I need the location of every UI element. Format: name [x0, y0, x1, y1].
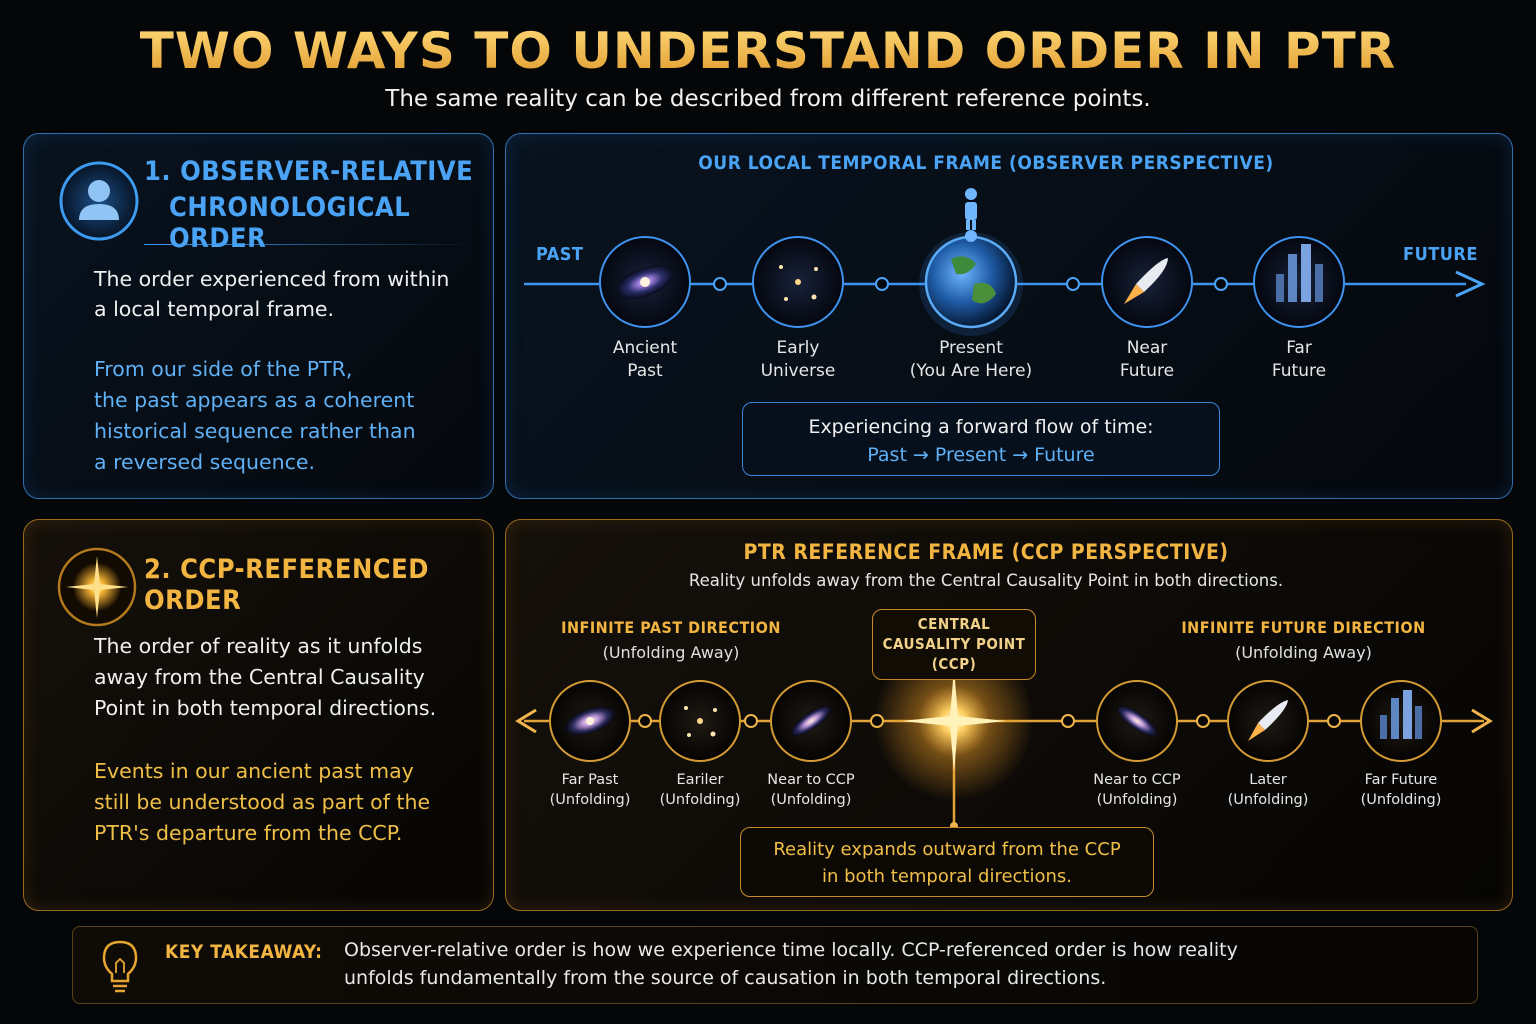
timeline2-connector [1196, 714, 1210, 728]
section2-description-line1: The order of reality as it unfolds [94, 634, 423, 658]
observer-timeline-panel: OUR LOCAL TEMPORAL FRAME (OBSERVER PERSP… [505, 133, 1513, 499]
observer-order-panel: 1. OBSERVER-RELATIVE CHRONOLOGICAL ORDER… [23, 133, 494, 499]
timeline2-node-label: Later(Unfolding) [1227, 772, 1309, 808]
lightbulb-icon [102, 940, 138, 993]
section1-note-line3: historical sequence rather than [94, 419, 416, 443]
section1-note-line2: the past appears as a coherent [94, 388, 415, 412]
timeline2-left-direction: INFINITE PAST DIRECTION [561, 618, 781, 637]
section2-note-line1: Events in our ancient past may [94, 759, 414, 783]
timeline2-connector [744, 714, 758, 728]
ccp-label-box: CENTRAL CAUSALITY POINT (CCP) [872, 609, 1036, 680]
timeline2-right-direction-sub: (Unfolding Away) [1235, 643, 1372, 662]
timeline1-past-label: PAST [536, 244, 584, 265]
disk-galaxy-icon [770, 680, 852, 762]
section2-heading: 2. CCP-REFERENCED ORDER [144, 554, 429, 616]
timeline2-right-arrowhead [1471, 708, 1493, 734]
section2-description-line3: Point in both temporal directions. [94, 696, 437, 720]
section1-description-line1: The order experienced from within [94, 267, 450, 291]
timeline2-graphic [515, 641, 1493, 830]
timeline1-connector [1214, 277, 1228, 291]
timeline2-connector [1327, 714, 1341, 728]
section2-description-line2: away from the Central Causality [94, 665, 425, 689]
star-cluster-icon [752, 236, 844, 328]
rocket-icon [1227, 680, 1309, 762]
timeline2-node-label: Near to CCP(Unfolding) [1093, 772, 1181, 808]
timeline1-summary-box: Experiencing a forward flow of time: Pas… [742, 402, 1220, 476]
galaxy-icon [599, 236, 691, 328]
timeline2-connector [870, 714, 884, 728]
timeline2-summary-line2: in both temporal directions. [822, 866, 1072, 887]
section1-heading-line1: 1. OBSERVER-RELATIVE [144, 156, 474, 187]
disk-galaxy-icon [1096, 680, 1178, 762]
timeline1-summary-line1: Experiencing a forward flow of time: [808, 416, 1154, 438]
section1-note-line1: From our side of the PTR, [94, 357, 353, 381]
ccp-label-line2: CAUSALITY POINT [882, 635, 1026, 653]
timeline2-summary-box: Reality expands outward from the CCP in … [740, 827, 1154, 897]
timeline2-summary-line1: Reality expands outward from the CCP [773, 839, 1121, 860]
timeline1-future-label: FUTURE [1403, 244, 1478, 265]
page-title: TWO WAYS TO UNDERSTAND ORDER IN PTR [0, 22, 1536, 80]
timeline1-title: OUR LOCAL TEMPORAL FRAME (OBSERVER PERSP… [698, 152, 1274, 174]
future-city-icon [1253, 236, 1345, 328]
takeaway-line2: unfolds fundamentally from the source of… [344, 967, 1107, 989]
timeline2-node-label: Near to CCP(Unfolding) [767, 772, 855, 808]
timeline1-arrowhead [1455, 270, 1486, 298]
timeline1-connector [875, 277, 889, 291]
takeaway-label: KEY TAKEAWAY: [165, 941, 323, 963]
timeline1-connector [713, 277, 727, 291]
timeline2-connector [638, 714, 652, 728]
key-takeaway-bar: KEY TAKEAWAY: Observer-relative order is… [72, 926, 1478, 1004]
timeline2-node-label: Far Past(Unfolding) [549, 772, 631, 808]
timeline1-graphic [524, 188, 1486, 336]
timeline2-left-arrowhead [515, 708, 537, 734]
galaxy-icon [549, 680, 631, 762]
ccp-label-line3: (CCP) [931, 655, 977, 673]
person-icon [59, 161, 139, 241]
page-subtitle: The same reality can be described from d… [385, 86, 1151, 112]
section1-divider [144, 244, 462, 245]
ccp-label-line1: CENTRAL [917, 615, 991, 633]
ccp-star-icon [902, 670, 1006, 772]
timeline2-right-direction: INFINITE FUTURE DIRECTION [1181, 618, 1426, 637]
section2-note-line3: PTR's departure from the CCP. [94, 821, 403, 845]
earth-icon [919, 230, 1023, 336]
future-city-icon [1360, 680, 1442, 762]
takeaway-line1: Observer-relative order is how we experi… [344, 939, 1238, 961]
timeline1-summary-line2: Past → Present → Future [867, 444, 1095, 466]
section1-heading-line2: CHRONOLOGICAL ORDER [169, 192, 411, 254]
timeline1-node-label: Present(You Are Here) [909, 338, 1033, 381]
starburst-icon [57, 547, 137, 627]
timeline1-connector [1066, 277, 1080, 291]
timeline2-connector [1061, 714, 1075, 728]
observer-person-icon [965, 188, 977, 230]
timeline2-left-direction-sub: (Unfolding Away) [602, 643, 740, 662]
section2-note-line2: still be understood as part of the [94, 790, 431, 814]
rocket-icon [1101, 236, 1193, 328]
section1-note-line4: a reversed sequence. [94, 450, 315, 474]
ccp-order-panel: 2. CCP-REFERENCED ORDER The order of rea… [23, 519, 494, 911]
timeline2-subtitle: Reality unfolds away from the Central Ca… [688, 571, 1284, 590]
timeline2-title: PTR REFERENCE FRAME (CCP PERSPECTIVE) [743, 540, 1229, 564]
section1-description-line2: a local temporal frame. [94, 297, 335, 321]
star-cluster-icon [659, 680, 741, 762]
timeline2-node-label: Far Future(Unfolding) [1360, 772, 1442, 808]
ccp-timeline-panel: PTR REFERENCE FRAME (CCP PERSPECTIVE) Re… [505, 519, 1513, 911]
timeline2-node-label: Eariler(Unfolding) [659, 772, 741, 808]
